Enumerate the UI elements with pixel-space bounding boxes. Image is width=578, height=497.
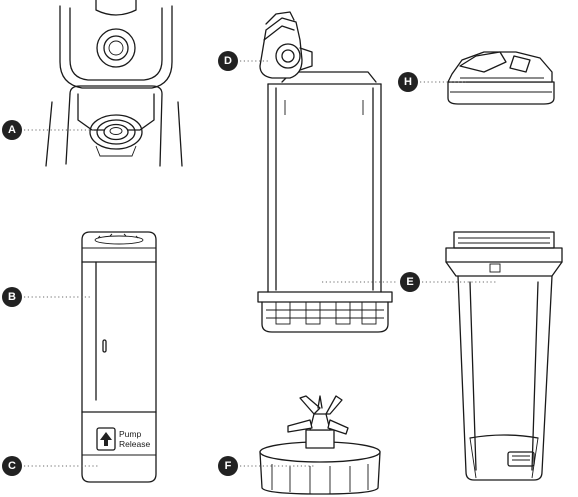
large-cup [445,231,563,481]
callout-d: D [218,51,238,71]
callout-e: E [400,272,420,292]
svg-text:C: C [8,460,16,472]
svg-text:B: B [8,291,16,303]
svg-text:H: H [404,76,412,88]
travel-lid-part-h [447,51,555,105]
flip-lid-part-d [259,11,313,79]
release-label: Release [119,439,150,449]
svg-text:A: A [8,124,16,136]
tall-cup-part-e [257,71,393,333]
callout-h: H [398,72,418,92]
callout-a: A [2,120,22,140]
pump-label: Pump [119,429,141,439]
lid-closeup-part-a [45,0,183,167]
svg-text:F: F [225,460,232,472]
callout-f: F [218,456,238,476]
callout-c: C [2,456,22,476]
leader-lines [24,60,498,467]
motor-base-part-b [81,231,157,483]
svg-text:D: D [224,55,232,67]
callout-b: B [2,287,22,307]
pump-release-button[interactable] [96,427,116,451]
svg-text:E: E [406,276,413,288]
blade-assembly-part-f [259,395,381,495]
